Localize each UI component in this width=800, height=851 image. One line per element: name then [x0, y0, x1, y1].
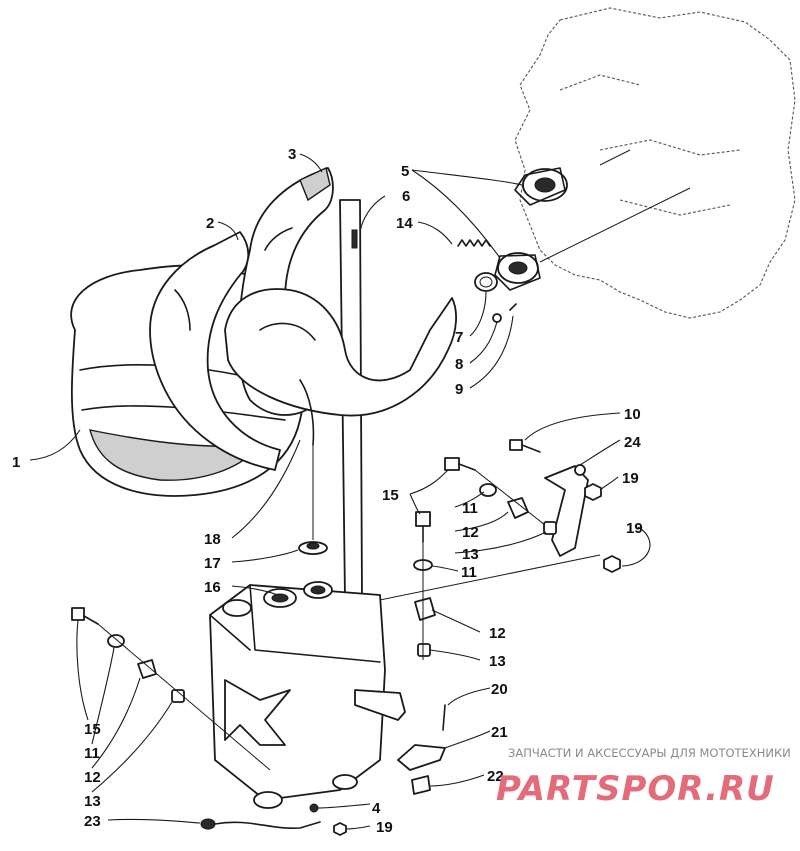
callout-15-left: 15	[84, 721, 101, 738]
callout-12-left: 12	[84, 769, 101, 786]
grommet	[298, 541, 328, 555]
callout-8: 8	[455, 356, 463, 373]
partspor-watermark: ЗАПЧАСТИ И АКСЕССУАРЫ ДЛЯ МОТОТЕХНИКИ PA…	[496, 746, 791, 809]
callout-19-bottom: 19	[376, 819, 393, 836]
washer-8	[492, 313, 502, 323]
alignment-line-upper	[474, 469, 546, 526]
callout-13-middle: 13	[489, 653, 506, 670]
callout-1: 1	[12, 454, 20, 471]
callout-19-upper: 19	[622, 470, 639, 487]
callout-22: 22	[487, 768, 504, 785]
callout-20: 20	[491, 681, 508, 698]
spacer-13-upper	[543, 521, 557, 535]
exhaust-loop-pipe	[224, 288, 457, 417]
washer-11-left	[107, 634, 125, 648]
seal-ring	[474, 272, 498, 292]
hanger-bracket	[397, 704, 446, 795]
support-bracket	[544, 464, 589, 557]
callout-15-upper: 15	[382, 487, 399, 504]
silencer-box	[209, 581, 386, 809]
exhaust-pipe-2	[149, 231, 281, 471]
callout-14: 14	[396, 215, 413, 232]
callout-11-upper: 11	[462, 500, 478, 517]
callout-labels: 1 2 3 4 5 6 7 8 9 10 11 11 11 12 12 12 1…	[12, 146, 643, 836]
callout-17: 17	[204, 555, 221, 572]
alignment-line-left	[97, 623, 271, 771]
retainer-4	[309, 803, 319, 813]
bolt-9	[509, 303, 517, 311]
callout-18: 18	[204, 531, 221, 548]
callout-7: 7	[455, 329, 463, 346]
callout-9: 9	[455, 381, 463, 398]
nut-19-upper	[584, 483, 602, 501]
callout-12-middle: 12	[489, 625, 506, 642]
callout-13-left: 13	[84, 793, 101, 810]
callout-5: 5	[401, 163, 409, 180]
bolt-15-left	[71, 607, 99, 625]
nut-19-bottom	[333, 822, 347, 836]
exhaust-manifold-socket	[494, 252, 541, 291]
callout-4: 4	[372, 800, 381, 817]
callout-21: 21	[491, 724, 508, 741]
spacer-13-left	[171, 689, 185, 703]
alignment-line-bracket	[379, 554, 601, 601]
callout-6: 6	[402, 188, 410, 205]
callout-10: 10	[624, 406, 641, 423]
callout-23: 23	[84, 813, 101, 830]
bushing-12-middle	[414, 597, 436, 621]
callout-11-middle: 11	[461, 564, 477, 581]
watermark-tagline: ЗАПЧАСТИ И АКСЕССУАРЫ ДЛЯ МОТОТЕХНИКИ	[508, 746, 791, 760]
bolt-15-upper	[444, 457, 476, 471]
spring-cable	[200, 818, 321, 830]
callout-24: 24	[624, 434, 641, 451]
callout-13-upper: 13	[462, 546, 479, 563]
bushing-12-left	[137, 659, 157, 679]
silencer-tab	[354, 689, 406, 721]
callout-12-upper: 12	[462, 524, 479, 541]
bushing-12-upper	[507, 497, 529, 519]
callout-16: 16	[204, 579, 221, 596]
callout-19-right: 19	[626, 520, 643, 537]
nut-19-right	[603, 555, 621, 573]
callout-3: 3	[288, 146, 296, 163]
tail-pipe-link	[299, 379, 315, 540]
spring	[457, 239, 491, 247]
leader-lines	[29, 153, 651, 830]
washer-11-upper	[479, 483, 497, 497]
callout-11-left: 11	[84, 745, 100, 762]
spacer-13-middle	[417, 643, 431, 657]
bolt-15-middle	[415, 511, 431, 543]
exhaust-manifold-flange	[514, 167, 568, 206]
bolt-10	[509, 439, 541, 453]
engine-block-outline	[514, 7, 796, 319]
watermark-logo: PARTSPOR.RU	[496, 769, 775, 809]
callout-2: 2	[206, 215, 214, 232]
